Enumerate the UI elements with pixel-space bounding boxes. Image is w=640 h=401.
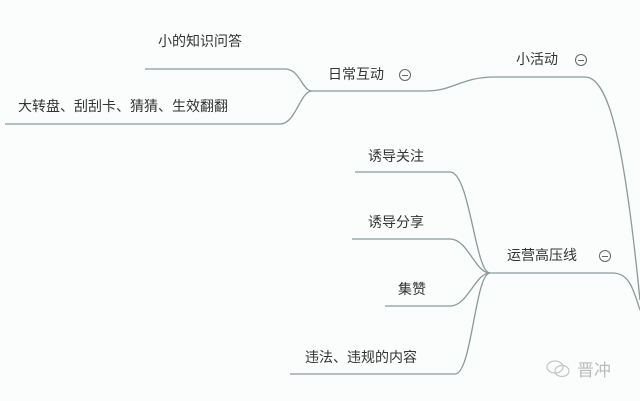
watermark-text: 晋冲 <box>577 361 611 381</box>
line-small-activity-trunk <box>584 76 640 301</box>
node-quiz[interactable]: 小的知识问答 <box>158 34 242 50</box>
node-daily-interaction[interactable]: 日常互动 <box>328 67 384 83</box>
line-induce-share <box>352 238 491 274</box>
node-ops-redline[interactable]: 运营高压线 <box>507 248 577 264</box>
node-illegal-content[interactable]: 违法、违规的内容 <box>305 350 417 366</box>
line-ops-redline <box>490 272 640 311</box>
line-quiz <box>145 68 313 92</box>
line-induce-follow <box>355 171 491 274</box>
collapse-ops-redline-icon[interactable] <box>599 250 611 262</box>
node-games[interactable]: 大转盘、刮刮卡、猜猜、生效翻翻 <box>18 99 228 115</box>
node-collect-likes[interactable]: 集赞 <box>398 282 426 298</box>
node-induce-follow[interactable]: 诱导关注 <box>368 149 424 165</box>
line-daily-interaction <box>312 76 585 92</box>
watermark: 晋冲 <box>545 356 611 381</box>
node-small-activity[interactable]: 小活动 <box>516 52 558 68</box>
line-games <box>5 90 313 125</box>
collapse-small-activity-icon[interactable] <box>575 54 587 66</box>
line-illegal-content <box>290 272 491 375</box>
collapse-daily-interaction-icon[interactable] <box>399 69 411 81</box>
line-collect-likes <box>385 272 491 307</box>
node-induce-share[interactable]: 诱导分享 <box>368 215 424 231</box>
wechat-icon <box>546 359 570 377</box>
